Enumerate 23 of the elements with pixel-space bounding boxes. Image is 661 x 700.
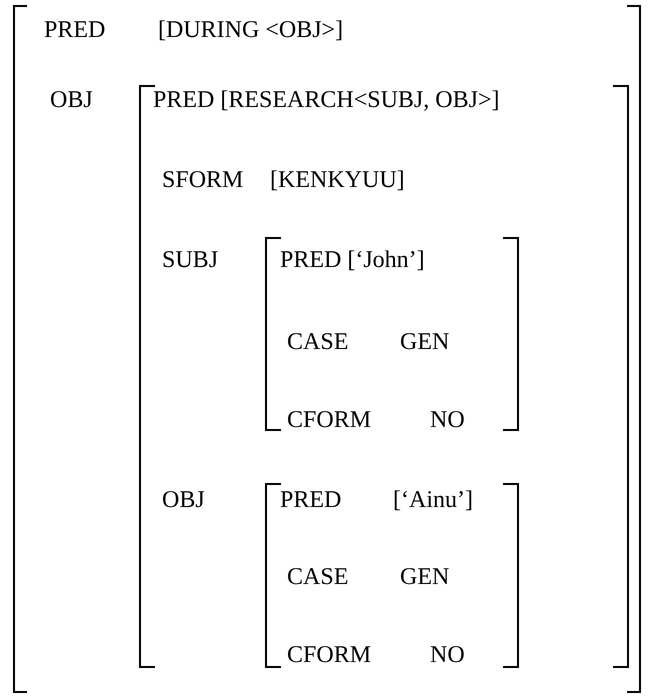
feature-value: [KENKYUU]	[270, 166, 405, 194]
attribute-value-matrix	[265, 483, 519, 668]
feature-name: CASE	[287, 563, 348, 591]
feature-value: GEN	[400, 328, 450, 356]
feature-name: CASE	[287, 328, 348, 356]
feature-value-pair: PRED [‘John’]	[280, 246, 425, 274]
feature-value: [DURING <OBJ>]	[158, 16, 344, 44]
feature-name: SUBJ	[162, 246, 218, 274]
attribute-value-matrix	[13, 5, 641, 693]
feature-name: CFORM	[287, 406, 372, 434]
feature-name: OBJ	[50, 86, 93, 114]
attribute-value-matrix	[139, 85, 629, 668]
feature-name: PRED	[280, 486, 342, 514]
feature-name: OBJ	[162, 486, 205, 514]
feature-value: GEN	[400, 563, 450, 591]
feature-name: PRED	[44, 16, 106, 44]
attribute-value-matrix	[265, 237, 519, 431]
feature-name: CFORM	[287, 641, 372, 669]
feature-value: [‘Ainu’]	[393, 486, 473, 514]
feature-value: NO	[430, 641, 465, 669]
feature-value-pair: PRED [RESEARCH<SUBJ, OBJ>]	[153, 86, 500, 114]
feature-value: NO	[430, 406, 465, 434]
feature-name: SFORM	[162, 166, 244, 194]
